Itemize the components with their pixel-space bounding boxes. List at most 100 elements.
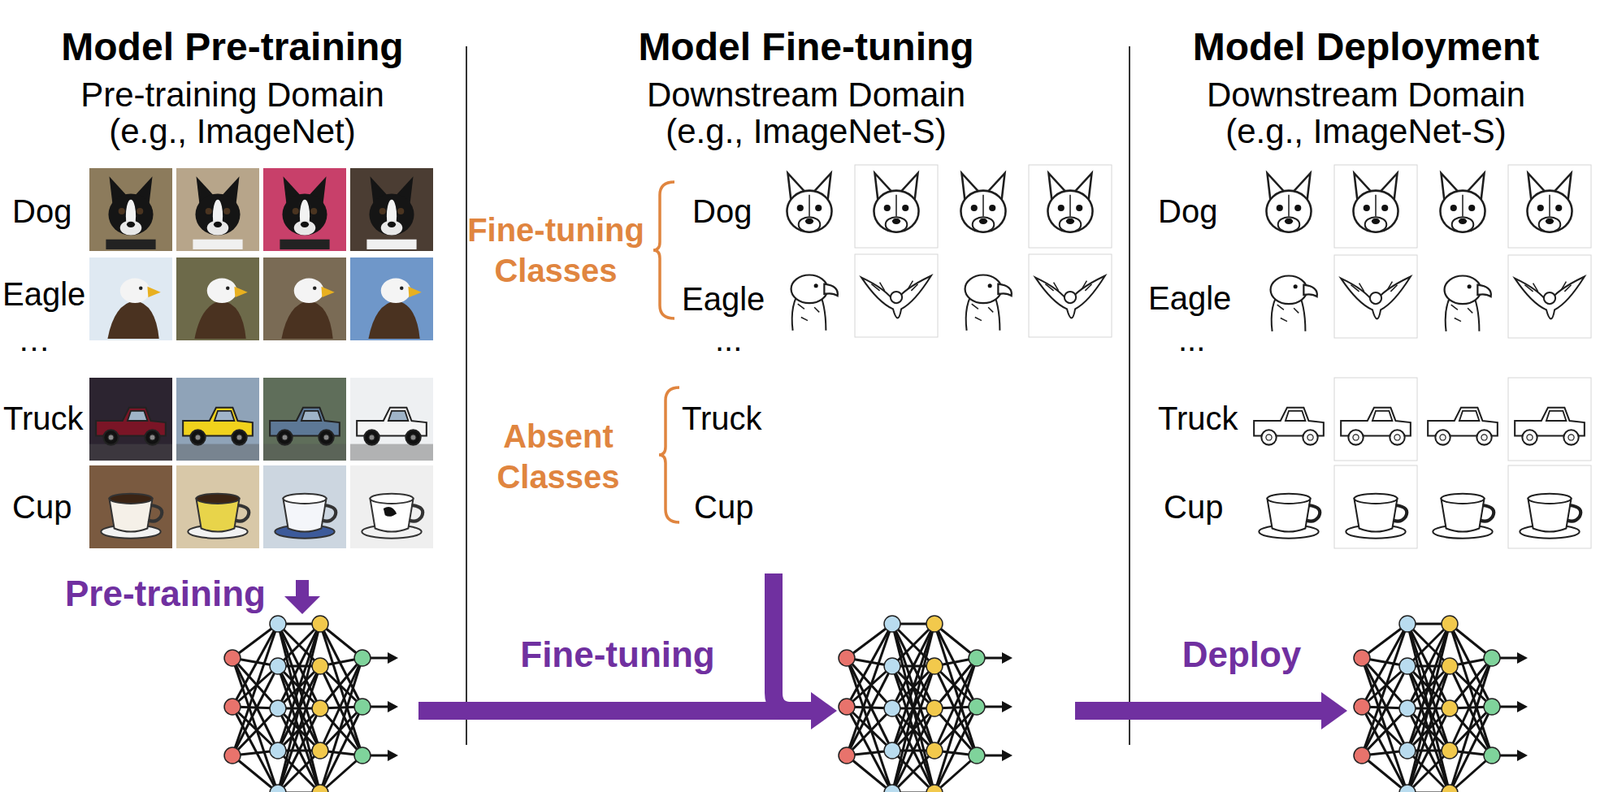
sketch-thumbnail-part-part xyxy=(1294,204,1301,212)
sketch-thumbnail-part xyxy=(1247,164,1331,248)
photo-thumbnail-part-part xyxy=(312,286,317,290)
sketch-thumbnail-part xyxy=(791,275,838,331)
photo-thumbnail xyxy=(89,465,173,549)
neural-network-icon-part xyxy=(387,652,399,664)
photo-thumbnail-part-part xyxy=(368,300,420,339)
photo-thumbnail-part xyxy=(350,257,434,341)
photo-thumbnail-part-part xyxy=(381,278,412,304)
neural-network-icon-part xyxy=(934,624,977,756)
sketch-thumbnail-part-part xyxy=(1287,195,1290,217)
neural-network-icon-part xyxy=(232,755,278,792)
photo-thumbnail-part-part xyxy=(397,208,404,215)
photo-thumbnail-part-part xyxy=(405,429,421,445)
process-arrow-part xyxy=(284,596,321,615)
photo-thumbnail-part xyxy=(274,494,336,539)
photo-thumbnail-part xyxy=(263,465,347,549)
sketch-thumbnail-part-part xyxy=(797,204,804,212)
sketch-thumbnail-part-part xyxy=(861,276,932,319)
neural-network-icon-part xyxy=(1483,698,1501,716)
sketch-thumbnail xyxy=(854,254,938,338)
sketch-thumbnail-part-part xyxy=(1035,276,1106,319)
sketch-thumbnail-part xyxy=(854,164,938,248)
photo-thumbnail-part-part xyxy=(144,429,160,445)
sketch-thumbnail-part-part xyxy=(808,195,811,217)
photo-thumbnail-part-part xyxy=(368,194,414,236)
sketch-thumbnail-part-part xyxy=(1374,195,1377,217)
neural-network-icon-part xyxy=(320,658,363,792)
photo-thumbnail xyxy=(263,168,347,252)
sketch-thumbnail xyxy=(1028,164,1112,248)
photo-thumbnail-part-part xyxy=(300,221,309,228)
sketch-thumbnail xyxy=(854,164,938,248)
sketch-thumbnail-part-part xyxy=(873,190,919,233)
sketch-thumbnail-part xyxy=(1508,255,1592,339)
sketch-thumbnail-part-part xyxy=(1270,276,1308,305)
sketch-thumbnail-part-part xyxy=(1057,204,1065,212)
photo-thumbnail-part xyxy=(89,168,173,252)
neural-network-icon-part xyxy=(1399,784,1416,792)
photo-thumbnail-part-part xyxy=(263,444,347,461)
sketch-thumbnail-part-part xyxy=(965,275,1002,304)
photo-thumbnail-part-part xyxy=(192,239,243,250)
domain-subtitle: Downstream Domain (e.g., ImageNet-S) xyxy=(635,76,977,150)
ellipsis: ... xyxy=(715,320,742,360)
column-heading: Model Fine-tuning xyxy=(637,24,974,70)
sketch-thumbnail-part xyxy=(1439,173,1485,232)
sketch-thumbnail-part-part xyxy=(1285,411,1306,421)
neural-network-icon-part xyxy=(354,747,371,764)
photo-thumbnail-part-part xyxy=(366,239,417,250)
sketch-thumbnail-part-part xyxy=(1461,195,1464,217)
photo-thumbnail xyxy=(176,168,260,252)
photo-thumbnail-part-part xyxy=(149,434,156,441)
class-name: Cup xyxy=(12,487,72,527)
sketch-thumbnail-part xyxy=(861,276,932,319)
photo-thumbnail-part-part xyxy=(108,494,152,504)
photo-thumbnail-part-part xyxy=(120,278,151,304)
photo-thumbnail-part-part xyxy=(364,429,379,445)
sketch-thumbnail-part xyxy=(1247,377,1331,461)
neural-network-icon-part xyxy=(232,624,278,756)
sketch-thumbnail-part-part xyxy=(885,216,908,232)
sketch-thumbnail-part-part xyxy=(871,281,918,291)
photo-thumbnail-part-part xyxy=(368,434,375,441)
photo-thumbnail-part-part xyxy=(281,434,288,441)
sketch-thumbnail-part xyxy=(1334,255,1418,339)
sketch-thumbnail xyxy=(1508,377,1592,461)
photo-thumbnail-part-part xyxy=(108,434,114,441)
sketch-thumbnail xyxy=(1508,255,1592,339)
sketch-thumbnail-part-part xyxy=(1340,277,1411,320)
neural-network-icon-part xyxy=(838,650,855,667)
sketch-thumbnail-part-part xyxy=(1389,429,1405,445)
neural-network-icon-part xyxy=(387,701,399,713)
photo-thumbnail-part-part xyxy=(318,429,334,445)
photo-thumbnail-part-part xyxy=(207,278,238,304)
class-name: Cup xyxy=(693,487,754,527)
photo-thumbnail-part xyxy=(366,176,417,250)
photo-thumbnail-part xyxy=(176,257,260,341)
sketch-thumbnail-part-part xyxy=(971,204,978,212)
sketch-thumbnail xyxy=(1247,164,1331,248)
sketch-thumbnail-part xyxy=(1340,407,1411,446)
photo-thumbnail-part xyxy=(192,176,243,250)
class-name: Dog xyxy=(692,191,752,231)
photo-thumbnail-part-part xyxy=(126,221,135,228)
sketch-thumbnail-part-part xyxy=(1305,505,1320,522)
neural-network-icon-part xyxy=(1361,755,1408,792)
sketch-thumbnail-part xyxy=(1508,465,1592,549)
photo-thumbnail-part xyxy=(89,407,173,461)
photo-thumbnail-part-part xyxy=(108,194,153,236)
sketch-thumbnail-part-part xyxy=(1568,434,1574,441)
neural-network-icon-part xyxy=(354,650,371,667)
process-arrow-part xyxy=(418,702,815,720)
sketch-thumbnail-part-part xyxy=(1537,204,1544,212)
neural-network-icon-part xyxy=(1361,658,1408,792)
photo-thumbnail xyxy=(350,168,434,252)
photo-thumbnail-part-part xyxy=(194,300,246,339)
sketch-thumbnail-part xyxy=(767,164,851,248)
photo-thumbnail xyxy=(263,257,347,341)
sketch-thumbnail-part xyxy=(1334,465,1418,549)
photo-thumbnail-part-part xyxy=(282,494,326,504)
process-arrow-part xyxy=(295,580,309,599)
neural-network-icon-part xyxy=(1001,652,1013,664)
